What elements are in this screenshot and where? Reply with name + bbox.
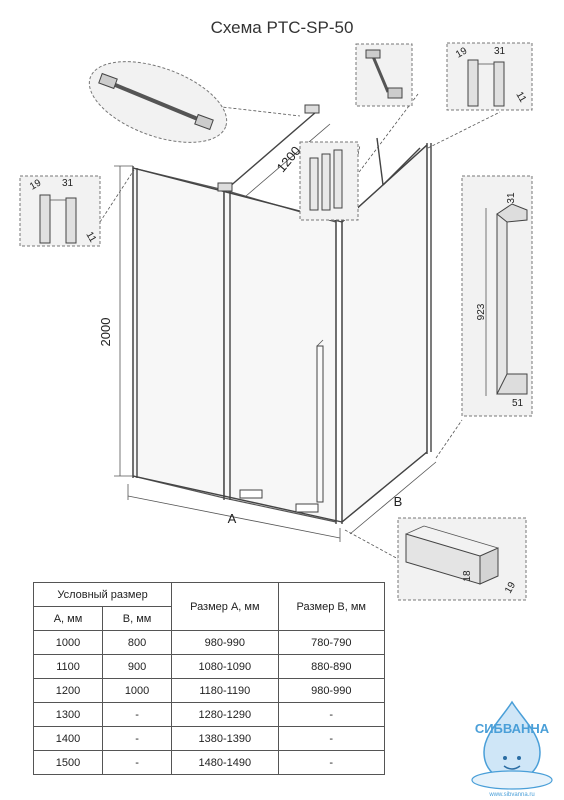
cell: 1000 bbox=[102, 678, 173, 703]
profile-right-19: 19 bbox=[454, 45, 470, 60]
bottom-guide bbox=[239, 489, 263, 499]
bar-bracket bbox=[304, 104, 320, 114]
table-row: 1300 - 1280-1290 - bbox=[32, 702, 386, 727]
table-row: 1000 800 980-990 780-790 bbox=[32, 630, 386, 655]
handle-height-label: 923 bbox=[476, 303, 487, 320]
dim-a-label: A bbox=[228, 511, 237, 526]
cell: 980-990 bbox=[277, 678, 386, 703]
cell: - bbox=[277, 750, 386, 775]
cell: 1380-1390 bbox=[171, 726, 279, 751]
cell: 1300 bbox=[32, 702, 104, 727]
callout-profile-section bbox=[299, 141, 359, 221]
cell: 1080-1090 bbox=[171, 654, 279, 679]
cell: - bbox=[102, 750, 173, 775]
table-row: 1400 - 1380-1390 - bbox=[32, 726, 386, 751]
cell: - bbox=[102, 726, 173, 751]
handle-bottom-label: 51 bbox=[512, 398, 524, 409]
profile-left-19: 19 bbox=[28, 177, 44, 192]
callout-right-profile: 19 31 11 bbox=[446, 42, 533, 111]
profile-right-31: 31 bbox=[494, 46, 506, 57]
callout-left-profile: 19 31 11 bbox=[19, 175, 101, 247]
table-row: 1500 - 1480-1490 - bbox=[32, 750, 386, 775]
rail-width-label: 19 bbox=[503, 580, 518, 596]
header-size-a: Размер A, мм bbox=[171, 582, 279, 631]
shower-enclosure bbox=[132, 104, 432, 524]
header-a-mm: A, мм bbox=[32, 606, 104, 631]
table-row: 1100 900 1080-1090 880-890 bbox=[32, 654, 386, 679]
cell: 1400 bbox=[32, 726, 104, 751]
bottom-guide bbox=[295, 503, 319, 513]
logo-brand-text: СИБВАННА bbox=[475, 721, 550, 736]
header-b-mm: B, мм bbox=[102, 606, 173, 631]
callout-bottom-rail: 18 19 bbox=[397, 517, 527, 601]
callout-side-bracket bbox=[355, 43, 413, 107]
dim-height-label: 2000 bbox=[98, 318, 113, 347]
cell: 980-990 bbox=[171, 630, 279, 655]
logo-url-text: www.sibvanna.ru bbox=[488, 792, 534, 798]
cell: 880-890 bbox=[277, 654, 386, 679]
fixed-glass-panel bbox=[132, 167, 225, 499]
cell: 1500 bbox=[32, 750, 104, 775]
cell: 1280-1290 bbox=[171, 702, 279, 727]
profile-left-31: 31 bbox=[62, 178, 74, 189]
size-table: Условный размер Размер A, мм Размер B, м… bbox=[32, 582, 386, 775]
dim-bar-length-label: 1200 bbox=[274, 143, 304, 175]
bathtub-icon bbox=[471, 770, 553, 790]
cell: - bbox=[277, 702, 386, 727]
header-size-b: Размер B, мм bbox=[277, 582, 386, 631]
cell: 1000 bbox=[32, 630, 104, 655]
cell: - bbox=[102, 702, 173, 727]
callout-stabilizer-bar bbox=[88, 61, 228, 143]
diagram-title: Схема PTC-SP-50 bbox=[210, 18, 354, 37]
handle-top-label: 31 bbox=[506, 192, 517, 204]
cell: 1100 bbox=[32, 654, 104, 679]
door-handle bbox=[316, 345, 324, 503]
cell: - bbox=[277, 726, 386, 751]
rail-height-label: 18 bbox=[462, 570, 473, 582]
cell: 1180-1190 bbox=[171, 678, 279, 703]
header-nominal-size: Условный размер bbox=[32, 582, 173, 607]
cell: 1200 bbox=[32, 678, 104, 703]
brand-logo: СИБВАННА www.sibvanna.ru bbox=[471, 700, 553, 798]
cell: 780-790 bbox=[277, 630, 386, 655]
callout-handle: 923 31 51 bbox=[461, 175, 533, 417]
bar-bracket bbox=[217, 182, 233, 192]
dim-b-label: B bbox=[394, 494, 403, 509]
cell: 900 bbox=[102, 654, 173, 679]
table-row: 1200 1000 1180-1190 980-990 bbox=[32, 678, 386, 703]
cell: 1480-1490 bbox=[171, 750, 279, 775]
cell: 800 bbox=[102, 630, 173, 655]
